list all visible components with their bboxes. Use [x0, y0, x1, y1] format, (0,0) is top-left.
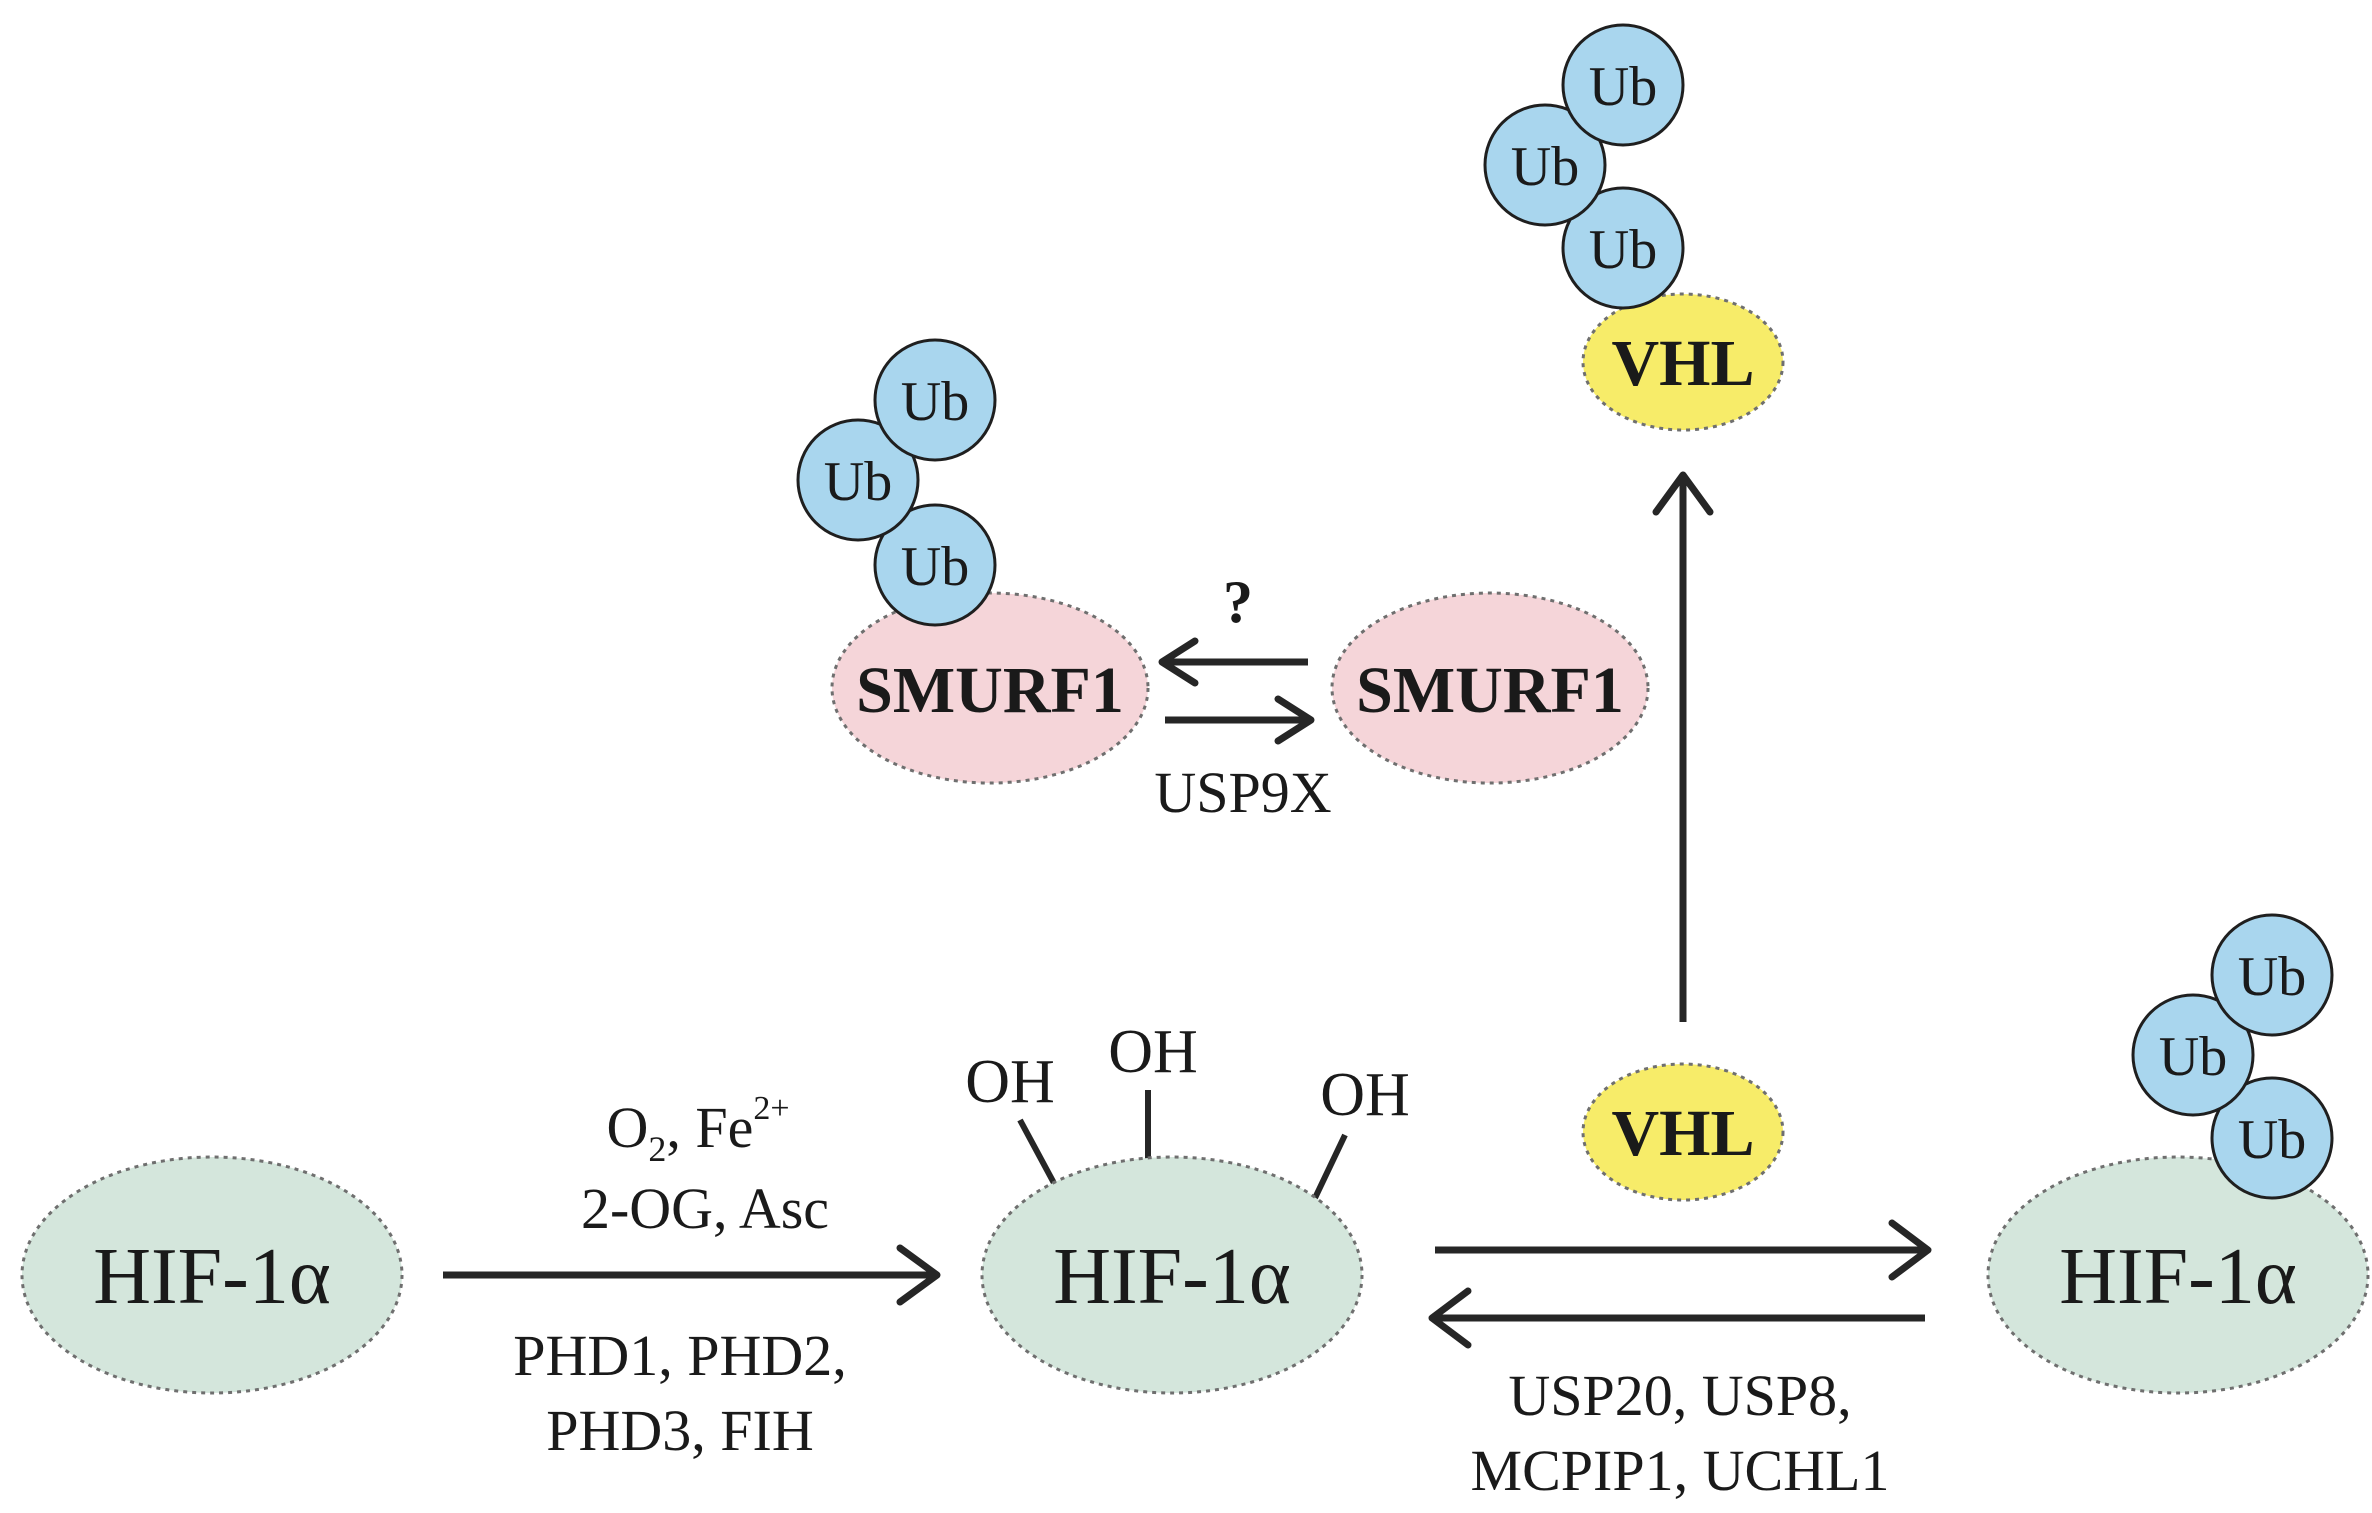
fe-superscript: 2+ — [753, 1090, 789, 1127]
smurf1-deubiquitination-arrow — [1165, 695, 1315, 745]
smurf1-free: SMURF1 — [1330, 591, 1650, 785]
ubiquitin-circle — [1483, 103, 1607, 227]
ubiquitin-label: Ub — [824, 451, 892, 513]
hif1a-unmodified: HIF-1α — [20, 1155, 404, 1395]
o2-label: O — [606, 1095, 648, 1160]
hydroxylation-arrow — [443, 1244, 941, 1306]
ubiquitin-label: Ub — [901, 371, 969, 433]
deubiquitination-arrow — [1428, 1287, 1925, 1349]
ubiquitin-circle — [873, 503, 997, 627]
hif1a-unmodified-label: HIF-1α — [93, 1233, 330, 1321]
vhl-ubiquitinated-label: VHL — [1611, 327, 1754, 400]
vhl-ubiquitinated: VHL Ub Ub Ub — [1483, 23, 1785, 432]
usp9x-label: USP9X — [1154, 760, 1331, 825]
hydroxylases-line1: PHD1, PHD2, — [513, 1323, 847, 1388]
ubiquitin-label: Ub — [1589, 219, 1657, 281]
ubiquitin-label: Ub — [2238, 946, 2306, 1008]
ubiquitin-circle — [873, 338, 997, 462]
ubiquitin-label: Ub — [2159, 1026, 2227, 1088]
ubiquitination-arrow — [1435, 1219, 1932, 1281]
dubs-line1: USP20, USP8, — [1508, 1363, 1851, 1428]
hif1a-unmodified-ellipse — [20, 1155, 404, 1395]
smurf1-free-label: SMURF1 — [1356, 654, 1624, 727]
smurf1-free-ellipse — [1330, 591, 1650, 785]
ubiquitin-label: Ub — [1589, 56, 1657, 118]
ubiquitin-label: Ub — [2238, 1109, 2306, 1171]
dubs-line2: MCPIP1, UCHL1 — [1471, 1438, 1890, 1503]
hydroxyl-group-2: OH — [1108, 1018, 1198, 1086]
smurf1-ubiquitinated-label: SMURF1 — [856, 654, 1124, 727]
ubiquitin-circle — [1561, 186, 1685, 310]
smurf1-ubiquitinated: SMURF1 Ub Ub Ub — [796, 338, 1150, 785]
hif1a-hydroxylated: HIF-1α OH OH OH — [965, 1018, 1410, 1395]
hif1a-hydroxylated-label: HIF-1α — [1053, 1233, 1290, 1321]
hydroxyl-group-1: OH — [965, 1048, 1055, 1116]
vhl-bound: VHL — [1581, 1062, 1785, 1202]
unknown-enzyme-mark: ? — [1223, 569, 1253, 635]
hif1a-ubiquitinated-label: HIF-1α — [2059, 1233, 2296, 1321]
hif1a-hydroxylated-ellipse — [980, 1155, 1364, 1395]
ubiquitin-circle — [1561, 23, 1685, 147]
ubiquitin-label: Ub — [1511, 136, 1579, 198]
hif1a-ubiquitinated: HIF-1α Ub Ub Ub — [1986, 913, 2370, 1395]
fe-label: , Fe — [666, 1095, 753, 1160]
ubiquitin-label: Ub — [901, 536, 969, 598]
smurf1-ubiquitination-arrow — [1158, 637, 1308, 687]
hydroxylases-line2: PHD3, FIH — [546, 1398, 814, 1463]
ubiquitin-circle — [2210, 1076, 2334, 1200]
vhl-bound-ellipse — [1581, 1062, 1785, 1202]
smurf1-ubiquitinated-ellipse — [830, 591, 1150, 785]
vhl-bound-label: VHL — [1611, 1097, 1754, 1170]
o2-subscript: 2 — [648, 1129, 666, 1169]
ubiquitin-circle — [2131, 993, 2255, 1117]
vhl-ubiquitination-arrow — [1652, 471, 1714, 1022]
cofactors-line2: 2-OG, Asc — [581, 1176, 829, 1241]
vhl-ubiquitinated-ellipse — [1581, 292, 1785, 432]
ubiquitin-circle — [796, 418, 920, 542]
hydroxyl-group-3: OH — [1320, 1061, 1410, 1129]
hif1a-ubiquitinated-ellipse — [1986, 1155, 2370, 1395]
ubiquitin-circle — [2210, 913, 2334, 1037]
cofactors-line1: O2, Fe2+ — [606, 1090, 789, 1169]
